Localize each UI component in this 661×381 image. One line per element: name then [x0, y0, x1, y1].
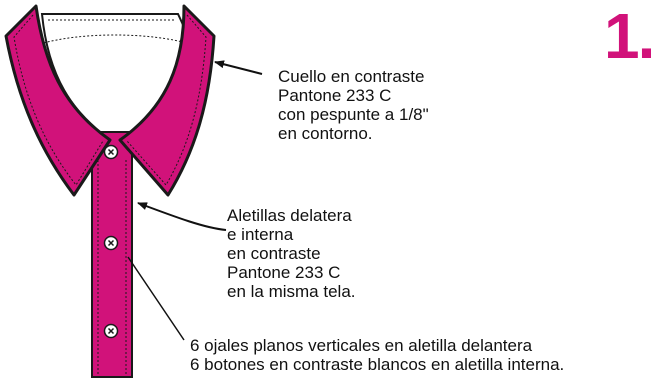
buttons-callout: 6 ojales planos verticales en aletilla d…: [190, 336, 565, 374]
arrow-icon: [214, 60, 263, 75]
step-number: 1.: [604, 0, 655, 72]
button-icon: [103, 144, 119, 160]
placket-callout: Aletillas delatera e interna en contrast…: [227, 206, 356, 301]
button-icon: [103, 323, 119, 339]
leader-line-buttons: [127, 256, 185, 341]
collar-right-stitching: [126, 14, 207, 186]
collar-left-stitching: [13, 14, 104, 186]
collar-callout: Cuello en contraste Pantone 233 C con pe…: [278, 67, 429, 143]
collar-right: [118, 4, 216, 197]
collar-left: [4, 4, 112, 197]
button-icon: [103, 235, 119, 251]
arrow-icon: [137, 202, 227, 231]
